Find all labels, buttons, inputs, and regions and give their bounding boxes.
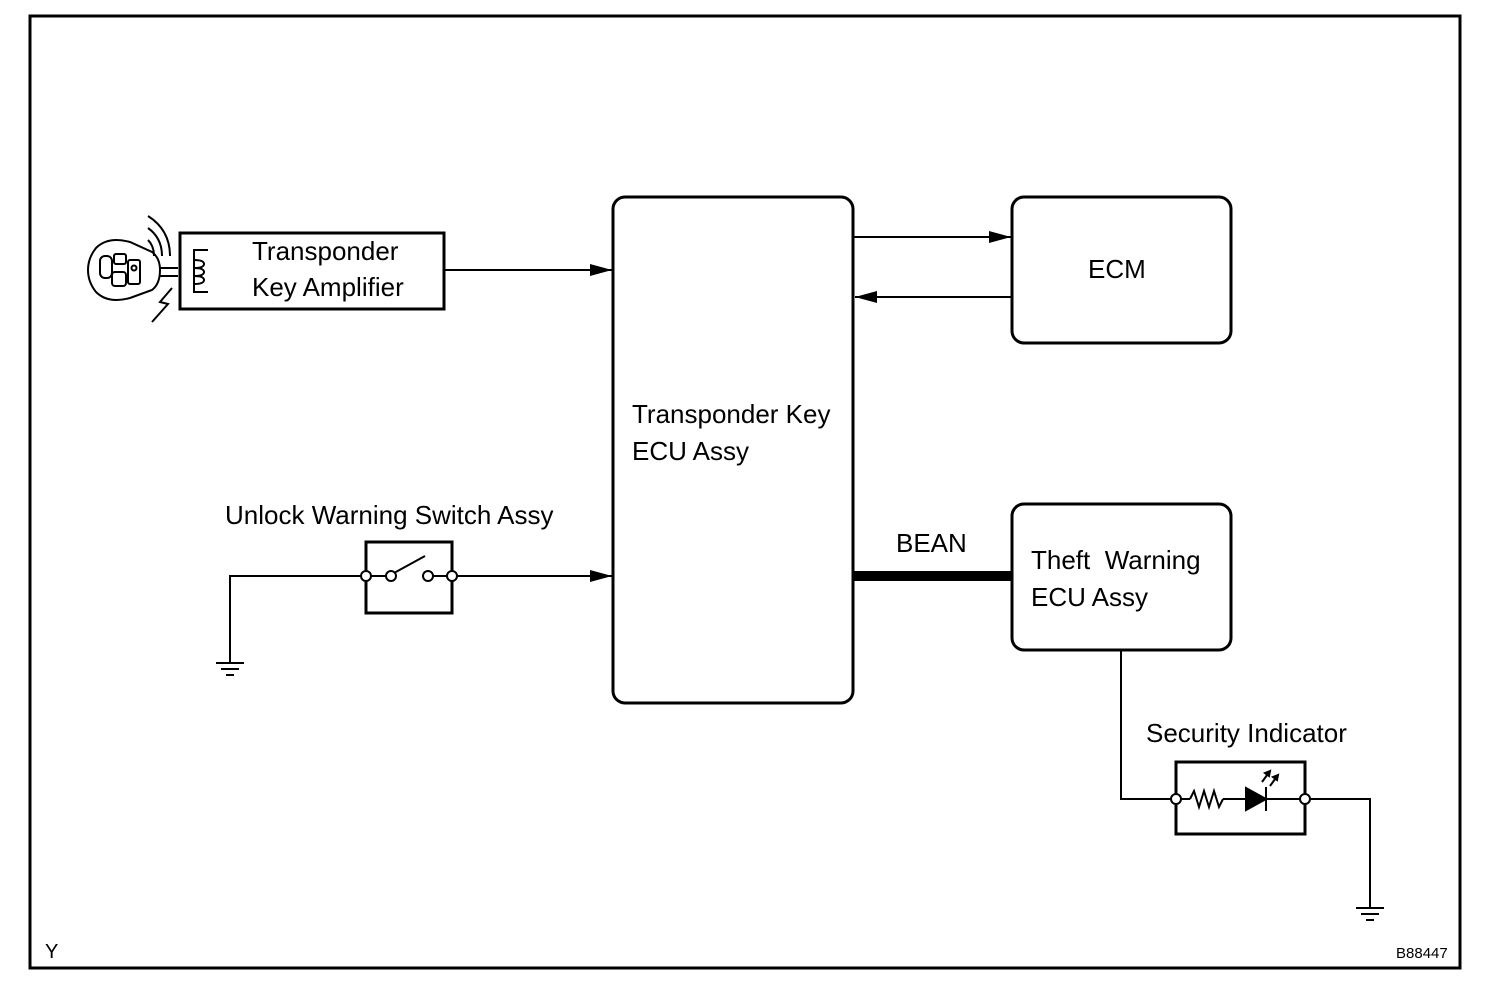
ground-icon [1356, 907, 1384, 921]
indicator-terminals [1170, 793, 1311, 805]
amplifier-label-line2: Key Amplifier [252, 272, 404, 302]
bean-label: BEAN [896, 528, 967, 558]
ecu-label-line2: ECU Assy [632, 436, 750, 466]
ecu-label-line1: Transponder Key [632, 399, 831, 429]
transponder-ecu-box [611, 195, 855, 705]
resistor-icon [1181, 787, 1246, 811]
corner-code-left: Y [45, 941, 59, 963]
led-icon [1245, 769, 1300, 812]
indicator-circuit [1120, 650, 1371, 908]
switch-icon [360, 555, 458, 582]
figure-code: B88447 [1396, 945, 1448, 962]
key-icon [86, 215, 178, 323]
outer-frame [28, 14, 1462, 970]
amplifier-label-line1: Transponder [252, 236, 399, 266]
theft-label-line2: ECU Assy [1031, 582, 1149, 612]
amplifier-box [178, 231, 446, 311]
coil-icon [193, 249, 208, 293]
ecm-box [1010, 195, 1233, 345]
theft-label-line1: Theft Warning [1031, 545, 1201, 575]
switch-label: Unlock Warning Switch Assy [225, 500, 554, 530]
switch-circuit [229, 540, 612, 663]
ground-icon [216, 662, 244, 676]
indicator-label: Security Indicator [1146, 718, 1347, 748]
theft-ecu-box [1010, 502, 1233, 652]
ecm-label: ECM [1088, 254, 1146, 284]
